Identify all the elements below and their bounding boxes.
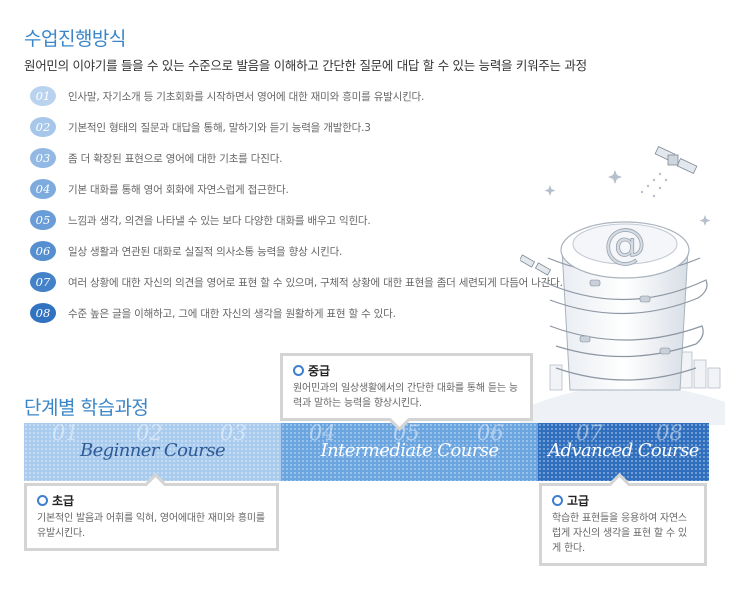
- step-number-badge: 04: [30, 179, 56, 199]
- advanced-course-segment: 07 08 Advanced Course: [538, 423, 709, 481]
- stage-number: 01: [52, 423, 79, 445]
- intro-text: 원어민의 이야기를 들을 수 있는 수준으로 발음을 이해하고 간단한 질문에 …: [24, 58, 587, 73]
- stage-number: 04: [309, 423, 336, 445]
- step-text: 기본 대화를 통해 영어 회화에 자연스럽게 접근한다.: [68, 184, 289, 196]
- step-number-badge: 06: [30, 241, 56, 261]
- course-stage-bar: 01 02 03 Beginner Course 04 05 06 Interm…: [24, 423, 709, 481]
- step-number-badge: 05: [30, 210, 56, 230]
- callout-description: 기본적인 발음과 어휘를 익혀, 영어에대한 재미와 흥미를 유발시킨다.: [37, 513, 265, 539]
- callout-title: 고급: [567, 494, 590, 508]
- svg-text:@: @: [604, 219, 646, 268]
- bullet-icon: [293, 365, 304, 376]
- beginner-callout: 초급 기본적인 발음과 어휘를 익혀, 영어에대한 재미와 흥미를 유발시킨다.: [24, 483, 279, 551]
- advanced-callout: 고급 학습한 표현들을 응용하여 자연스럽게 자신의 생각을 표현 할 수 있게…: [539, 483, 707, 566]
- step-text: 좀 더 확장된 표현으로 영어에 대한 기초를 다진다.: [68, 153, 283, 165]
- step-number-badge: 01: [30, 86, 56, 106]
- stage-number: 03: [220, 423, 247, 445]
- beginner-course-segment: 01 02 03 Beginner Course: [24, 423, 281, 481]
- step-text: 여러 상황에 대한 자신의 의견을 영어로 표현 할 수 있으며, 구체적 상황…: [68, 277, 563, 289]
- advanced-course-label: Advanced Course: [548, 440, 699, 461]
- callout-title: 중급: [308, 364, 331, 378]
- step-number-badge: 02: [30, 117, 56, 137]
- intermediate-course-segment: 04 05 06 Intermediate Course: [281, 423, 538, 481]
- step-text: 일상 생활과 연관된 대화로 실질적 의사소통 능력을 향상 시킨다.: [68, 246, 343, 258]
- step-text: 느낌과 생각, 의견을 나타낼 수 있는 보다 다양한 대화를 배우고 익힌다.: [68, 215, 371, 227]
- section-title-course-stages: 단계별 학습과정: [24, 397, 149, 419]
- stage-number: 06: [477, 423, 504, 445]
- step-number-badge: 07: [30, 272, 56, 292]
- step-text: 수준 높은 글을 이해하고, 그에 대한 자신의 생각을 원활하게 표현 할 수…: [68, 308, 396, 320]
- callout-title: 초급: [52, 494, 75, 508]
- callout-description: 학습한 표현들을 응용하여 자연스럽게 자신의 생각을 표현 할 수 있게 한다…: [552, 513, 687, 554]
- bullet-icon: [37, 495, 48, 506]
- at-sign-tower-illustration: @: [520, 146, 725, 425]
- step-number-badge: 08: [30, 303, 56, 323]
- intermediate-callout: 중급 원어민과의 일상생활에서의 간단한 대화를 통해 듣는 능력과 말하는 능…: [280, 353, 533, 421]
- section-title-teaching-method: 수업진행방식: [24, 28, 126, 50]
- beginner-course-label: Beginner Course: [79, 440, 226, 461]
- stage-number: 02: [136, 423, 163, 445]
- bullet-icon: [552, 495, 563, 506]
- stage-number: 07: [576, 423, 603, 445]
- intermediate-course-label: Intermediate Course: [320, 440, 499, 461]
- step-number-badge: 03: [30, 148, 56, 168]
- step-text: 기본적인 형태의 질문과 대답을 통해, 말하기와 듣기 능력을 개발한다.3: [68, 122, 371, 134]
- stage-number: 08: [656, 423, 683, 445]
- callout-description: 원어민과의 일상생활에서의 간단한 대화를 통해 듣는 능력과 말하는 능력을 …: [293, 383, 518, 409]
- step-text: 인사말, 자기소개 등 기초회화를 시작하면서 영어에 대한 재미와 흥미를 유…: [68, 91, 425, 103]
